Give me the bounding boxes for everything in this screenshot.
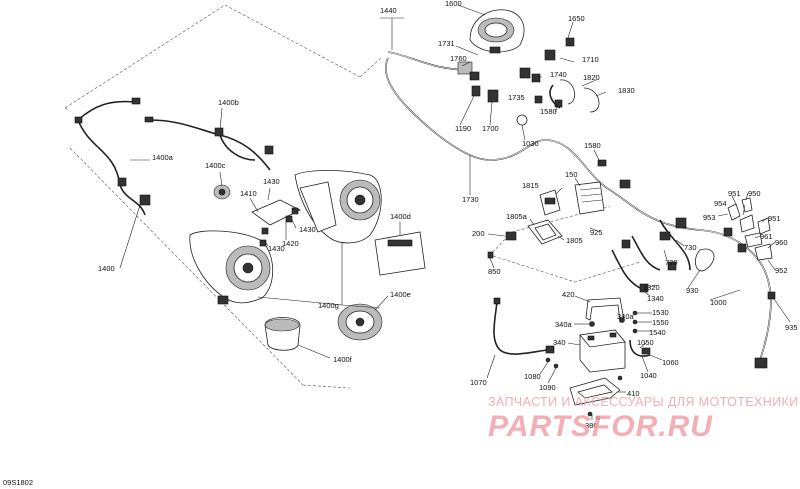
- label-1580-top: 1580: [540, 107, 557, 116]
- label-1050: 1050: [637, 338, 654, 347]
- battery-strap-420: [585, 297, 625, 323]
- label-720: 720: [665, 258, 678, 267]
- label-150: 150: [565, 170, 578, 179]
- label-1400d: 1400d: [390, 212, 411, 221]
- label-1400b: 1400b: [218, 98, 239, 107]
- label-1830: 1830: [618, 86, 635, 95]
- label-1740: 1740: [550, 70, 567, 79]
- label-1400g: 1400g: [318, 301, 339, 310]
- leader-lines: [119, 4, 791, 420]
- watermark: ЗАПЧАСТИ И АКСЕССУАРЫ ДЛЯ МОТОТЕХНИКИ PA…: [488, 395, 799, 443]
- label-410: 410: [627, 389, 640, 398]
- speaker-harness-1400: [74, 97, 274, 216]
- label-1440: 1440: [380, 6, 397, 15]
- label-1400e: 1400e: [390, 290, 411, 299]
- label-1430-bottom: 1430: [268, 244, 285, 253]
- switches-top: [457, 37, 631, 189]
- battery-tray-410: [569, 377, 621, 421]
- label-1410: 1410: [240, 189, 257, 198]
- instrument-cluster-1600: [469, 9, 525, 54]
- label-1070: 1070: [470, 378, 487, 387]
- label-1320: 1320: [643, 283, 660, 292]
- label-1400f: 1400f: [333, 355, 353, 364]
- label-420: 420: [562, 290, 575, 299]
- label-1190: 1190: [455, 124, 471, 133]
- harness-1000-end: [754, 291, 776, 369]
- label-380: 380: [585, 421, 598, 430]
- label-1400: 1400: [98, 264, 115, 273]
- label-1420: 1420: [282, 239, 299, 248]
- label-1040: 1040: [640, 371, 657, 380]
- label-1700: 1700: [482, 124, 499, 133]
- watermark-logo: PARTSFOR.RU: [488, 410, 713, 443]
- label-340: 340: [553, 338, 566, 347]
- watermark-tagline: ЗАПЧАСТИ И АКСЕССУАРЫ ДЛЯ МОТОТЕХНИКИ: [488, 395, 799, 409]
- bracket-1410: [251, 199, 301, 247]
- label-730: 730: [684, 243, 697, 252]
- label-935: 935: [785, 323, 798, 332]
- label-1600: 1600: [445, 0, 462, 8]
- label-200: 200: [472, 229, 485, 238]
- modules-center: [487, 181, 605, 259]
- label-951-right: 951: [768, 214, 781, 223]
- label-953: 953: [703, 213, 716, 222]
- label-1400a: 1400a: [152, 153, 174, 162]
- label-1340: 1340: [647, 294, 664, 303]
- label-1430-top: 1430: [263, 177, 280, 186]
- label-930: 930: [686, 286, 699, 295]
- label-1430-right: 1430: [299, 225, 316, 234]
- label-340a-left: 340a: [555, 320, 573, 329]
- label-1820: 1820: [583, 73, 600, 82]
- label-340a-right: 340a: [617, 312, 635, 321]
- dashed-boundaries: [64, 4, 641, 389]
- label-1815: 1815: [522, 181, 539, 190]
- label-1090: 1090: [539, 383, 556, 392]
- drawing-code: 09S1802: [3, 478, 33, 487]
- label-1805a: 1805a: [506, 212, 528, 221]
- label-952: 952: [775, 266, 788, 275]
- grille-1400f: [264, 317, 301, 351]
- label-1735: 1735: [508, 93, 525, 102]
- label-1550: 1550: [652, 318, 669, 327]
- label-1760: 1760: [450, 54, 467, 63]
- label-1000: 1000: [710, 298, 727, 307]
- battery-cable-1070: [493, 297, 555, 355]
- amplifier-1400d: [374, 231, 426, 276]
- sub-harness-720: [611, 217, 691, 293]
- label-1400c: 1400c: [205, 161, 226, 170]
- label-1530: 1530: [652, 308, 669, 317]
- label-960: 960: [775, 238, 788, 247]
- label-1540: 1540: [649, 328, 666, 337]
- label-951-top: 951: [728, 189, 741, 198]
- label-950: 950: [748, 189, 761, 198]
- label-1030: 1030: [522, 139, 539, 148]
- battery-340: [579, 329, 626, 373]
- label-1080: 1080: [524, 372, 541, 381]
- label-954: 954: [714, 199, 727, 208]
- label-1580-mid: 1580: [584, 141, 601, 150]
- callout-labels: 1440 1600 1650 1731 1760 1710 1740 1820 …: [98, 0, 798, 430]
- label-1650: 1650: [568, 14, 585, 23]
- speaker-housing-right: [294, 170, 382, 244]
- connectors-right: [695, 197, 773, 272]
- label-1730: 1730: [462, 195, 479, 204]
- label-1731: 1731: [438, 39, 455, 48]
- tweeter-1400c: [213, 184, 231, 200]
- label-961: 961: [760, 232, 773, 241]
- main-harness-1730: [385, 51, 772, 361]
- label-1060: 1060: [662, 358, 679, 367]
- speaker-housing-left: [189, 230, 274, 305]
- speaker-1400e: [337, 303, 383, 341]
- label-850: 850: [488, 267, 501, 276]
- label-925: 925: [590, 228, 603, 237]
- label-1805: 1805: [566, 236, 583, 245]
- label-1710: 1710: [582, 55, 599, 64]
- battery-hardware: [545, 310, 651, 381]
